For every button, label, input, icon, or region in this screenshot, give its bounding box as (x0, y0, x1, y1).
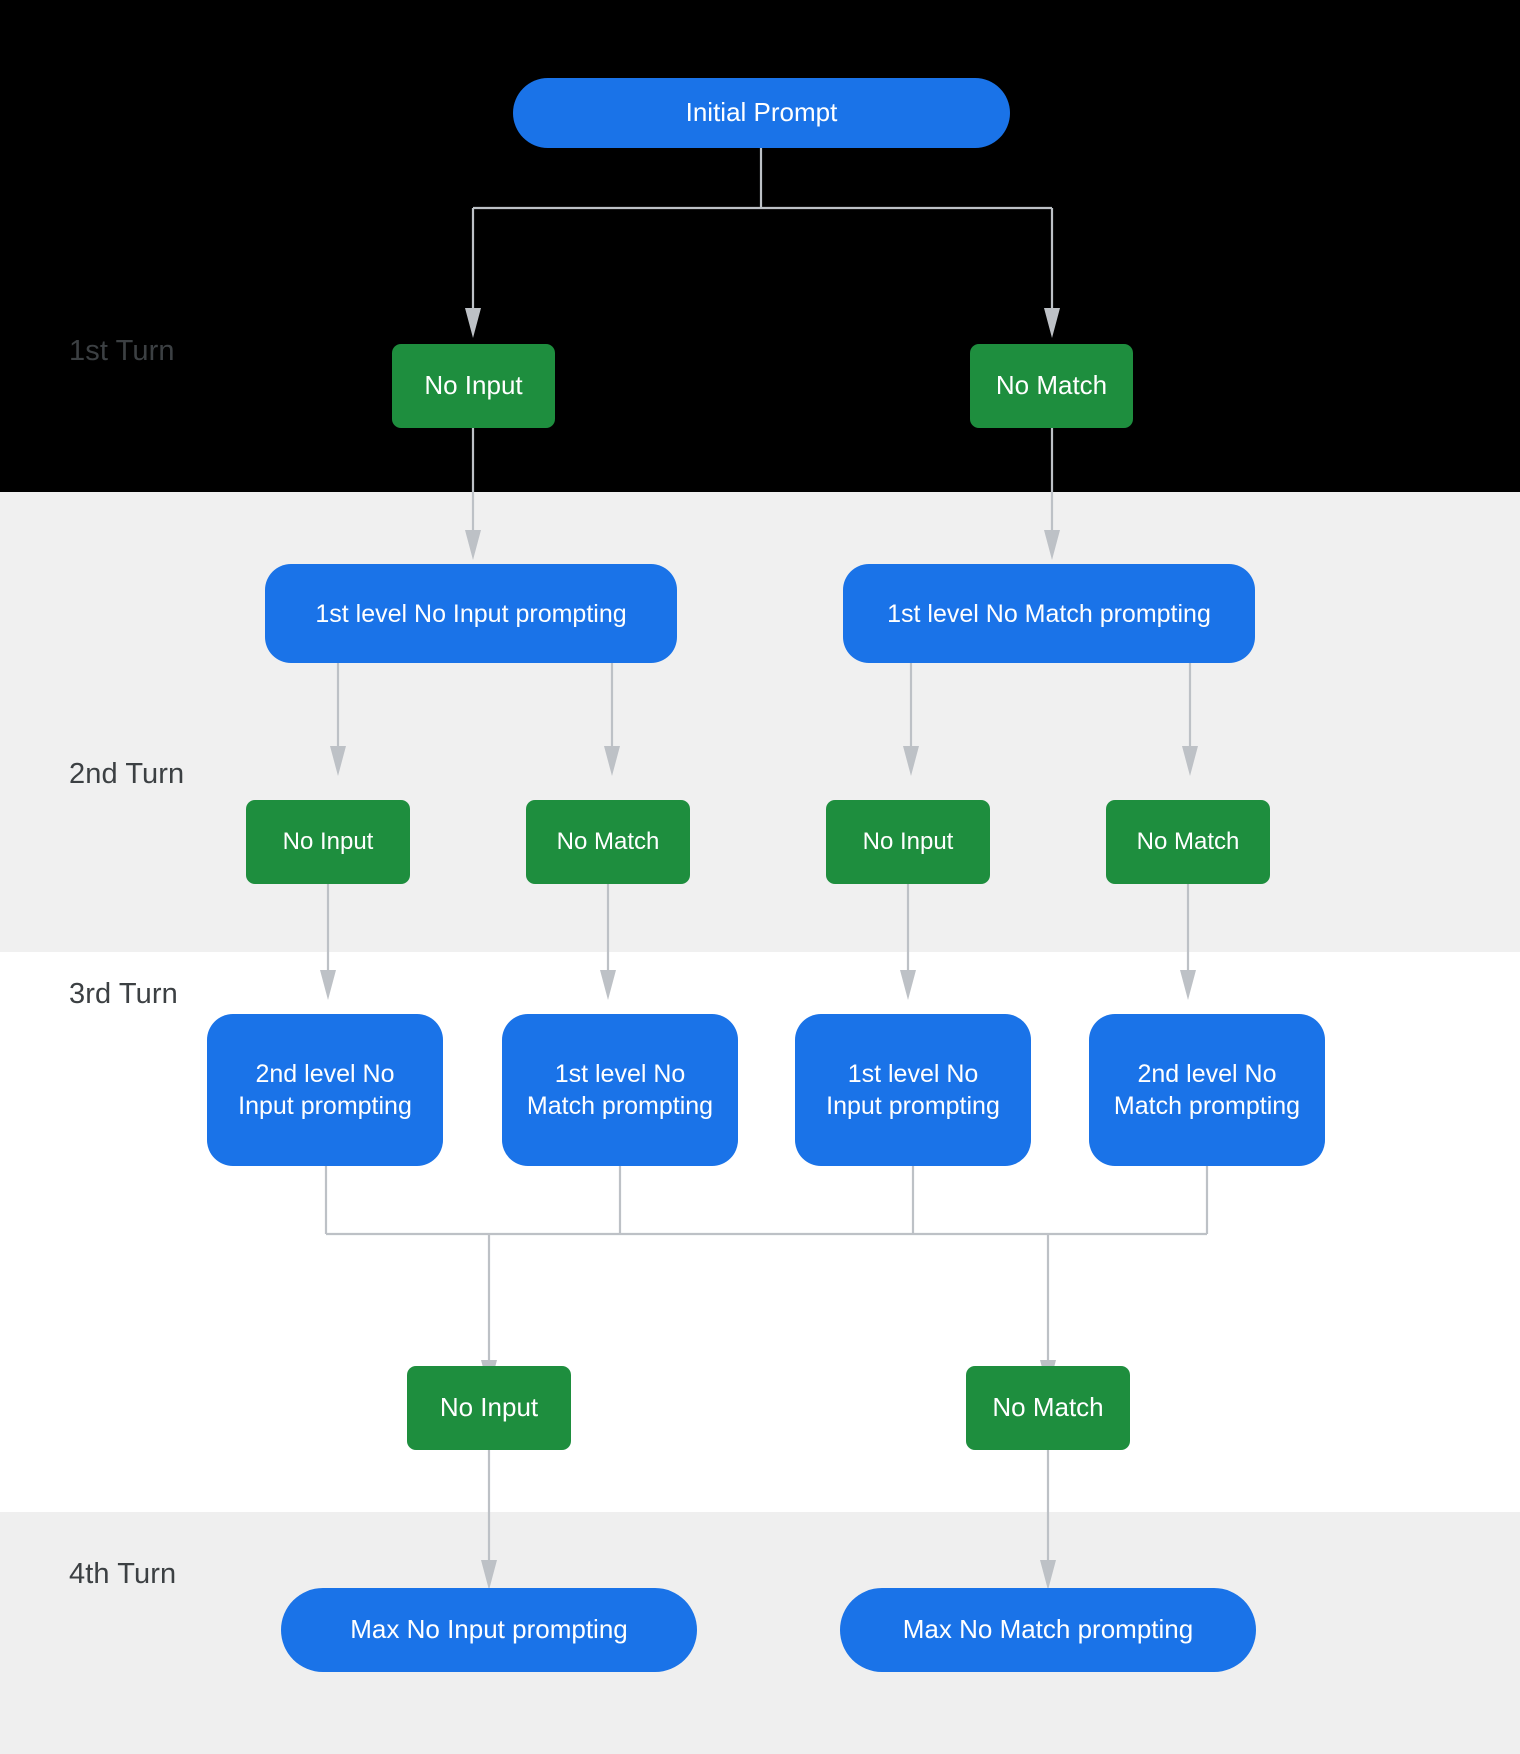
arrowhead-t2-no-input-b (903, 746, 919, 776)
node-turn3-prompt-1[interactable]: 2nd level No Input prompting (207, 1014, 443, 1166)
turn-label-3rd: 3rd Turn (69, 978, 178, 1010)
arrowhead-t1-no-match (1044, 308, 1060, 338)
arrowhead-t3-prompt-2 (600, 970, 616, 1000)
node-turn3-prompt-3[interactable]: 1st level No Input prompting (795, 1014, 1031, 1166)
node-turn2-no-input-a[interactable]: No Input (246, 800, 410, 884)
node-initial-prompt[interactable]: Initial Prompt (513, 78, 1010, 148)
node-turn1-no-input[interactable]: No Input (392, 344, 555, 428)
node-turn3-prompt-2[interactable]: 1st level No Match prompting (502, 1014, 738, 1166)
turn-label-1st: 1st Turn (69, 335, 175, 367)
node-turn2-no-input-b[interactable]: No Input (826, 800, 990, 884)
node-turn3-no-match[interactable]: No Match (966, 1366, 1130, 1450)
node-turn4-max-no-input[interactable]: Max No Input prompting (281, 1588, 697, 1672)
arrowhead-t4-max-no-input (481, 1560, 497, 1590)
node-turn3-no-input[interactable]: No Input (407, 1366, 571, 1450)
node-turn2-no-match-a[interactable]: No Match (526, 800, 690, 884)
node-turn3-prompt-4[interactable]: 2nd level No Match prompting (1089, 1014, 1325, 1166)
arrowhead-t3-prompt-3 (900, 970, 916, 1000)
arrowhead-t1-no-input (465, 308, 481, 338)
turn-band-4 (0, 1512, 1520, 1754)
arrowhead-t3-prompt-1 (320, 970, 336, 1000)
node-turn2-prompt-no-input[interactable]: 1st level No Input prompting (265, 564, 677, 663)
node-turn2-prompt-no-match[interactable]: 1st level No Match prompting (843, 564, 1255, 663)
arrowhead-t2-no-match-a (604, 746, 620, 776)
node-turn2-no-match-b[interactable]: No Match (1106, 800, 1270, 884)
arrowhead-t2-prompt-left (465, 530, 481, 560)
arrowhead-t4-max-no-match (1040, 1560, 1056, 1590)
arrowhead-t2-no-match-b (1182, 746, 1198, 776)
node-turn1-no-match[interactable]: No Match (970, 344, 1133, 428)
arrowhead-t3-prompt-4 (1180, 970, 1196, 1000)
arrowhead-t2-no-input-a (330, 746, 346, 776)
turn-label-2nd: 2nd Turn (69, 758, 185, 790)
arrowhead-t2-prompt-right (1044, 530, 1060, 560)
node-turn4-max-no-match[interactable]: Max No Match prompting (840, 1588, 1256, 1672)
turn-label-4th: 4th Turn (69, 1558, 177, 1590)
